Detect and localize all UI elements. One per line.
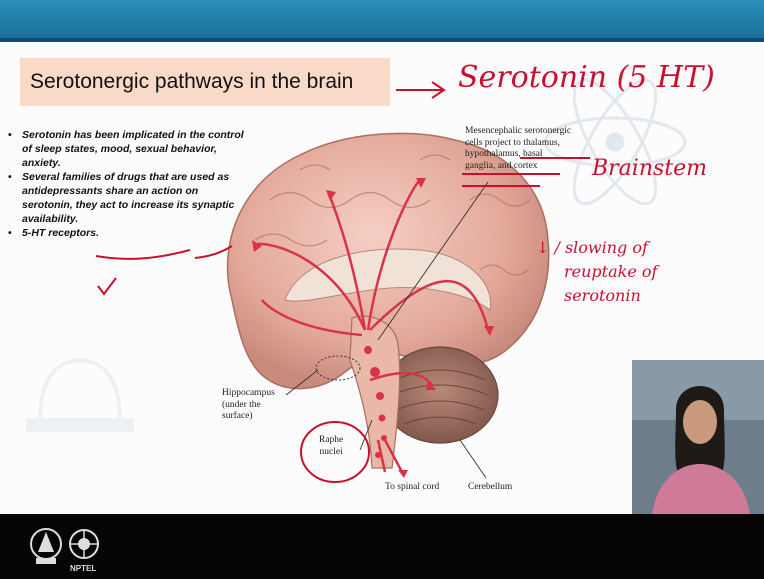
presenter-silhouette <box>632 360 764 514</box>
presenter-video <box>632 360 764 514</box>
nptel-label: NPTEL <box>70 564 96 573</box>
mesencephalic-label: Mesencephalic serotonergic cells project… <box>465 126 571 172</box>
handwritten-serotonin: Serotonin (5 HT) <box>458 60 715 95</box>
nptel-logo-icon <box>70 530 98 558</box>
hippocampus-label: Hippocampus (under the surface) <box>222 388 275 423</box>
spinal-cord-label: To spinal cord <box>385 482 439 494</box>
cerebellum-label: Cerebellum <box>468 482 512 494</box>
raphe-nuclei-label: Raphe nuclei <box>319 435 343 458</box>
handwritten-brainstem: Brainstem <box>592 156 707 181</box>
iit-logo-icon <box>31 529 61 564</box>
handwritten-slowing-note: ↓ / slowing of reuptake of serotonin <box>536 236 657 308</box>
footer-bar: NPTEL <box>0 514 764 579</box>
brainstem <box>350 316 400 468</box>
